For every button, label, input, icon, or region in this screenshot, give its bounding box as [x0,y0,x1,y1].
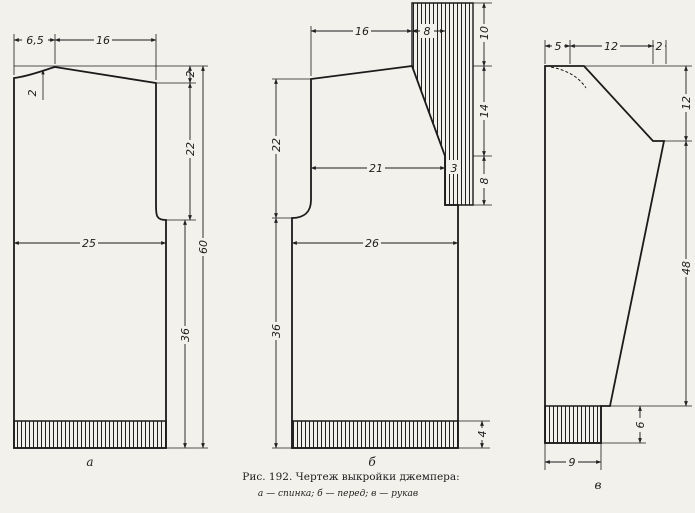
front-dim-collar-mid: 14 [478,104,491,118]
figure-caption: Рис. 192. Чертеж выкройки джемпера: а — … [242,471,459,499]
caption-title: Рис. 192. Чертеж выкройки джемпера: [242,471,459,483]
sleeve-cap-curve [550,66,587,89]
sleeve-outline [544,65,666,444]
back-dim-armhole: 22 [184,142,197,156]
sleeve-pattern [544,40,692,470]
front-dim-half-width: 26 [365,237,379,250]
front-dim-collar-width: 8 [424,25,431,38]
sleeve-dim-top-width: 12 [604,40,618,53]
back-panel-label: а [86,455,93,469]
front-dim-armhole: 22 [270,138,283,152]
front-pattern [272,2,492,449]
front-dim-rib: 4 [476,431,489,438]
back-dim-half-width: 25 [82,237,96,250]
front-dimension-labels: 16 8 10 14 3 8 21 26 22 36 4 б [269,24,491,469]
sleeve-dimension-labels: 5 12 2 12 48 6 9 в [552,39,693,492]
sleeve-panel-label: в [595,478,602,492]
back-dim-shoulder-offset: 6,5 [26,34,44,47]
back-pattern [13,34,208,449]
back-dim-shoulder-drop: 2 [184,71,197,78]
front-dim-collar-bottom: 8 [478,178,491,185]
front-panel-label: б [368,455,376,469]
sleeve-dim-cap-depth: 12 [680,96,693,110]
back-dim-shoulder-width: 16 [96,34,110,47]
sleeve-dim-cuff-width: 9 [569,456,576,469]
front-dim-collar-top: 10 [478,26,491,40]
back-dim-neck-depth: 2 [26,90,39,97]
front-dim-shoulder-width: 16 [355,25,369,38]
back-rib-band [13,420,167,449]
sleeve-dim-length: 48 [680,261,693,275]
sleeve-dim-top-offset: 5 [555,40,562,53]
front-dim-collar-base: 3 [451,162,458,175]
sleeve-cuff-band [544,405,602,444]
back-dim-total-length: 60 [197,240,210,254]
back-dimension-labels: 6,5 16 2 2 22 60 25 36 а [22,33,210,469]
caption-legend: а — спинка; б — перед; в — рукав [258,488,418,499]
front-dim-side: 36 [270,324,283,338]
back-outline [13,66,167,449]
front-rib-band [291,420,459,449]
sleeve-dim-cuff-height: 6 [634,422,647,429]
back-dim-side: 36 [179,328,192,342]
sleeve-dim-top-end: 2 [656,40,663,53]
front-dim-neck-line: 21 [369,162,383,175]
